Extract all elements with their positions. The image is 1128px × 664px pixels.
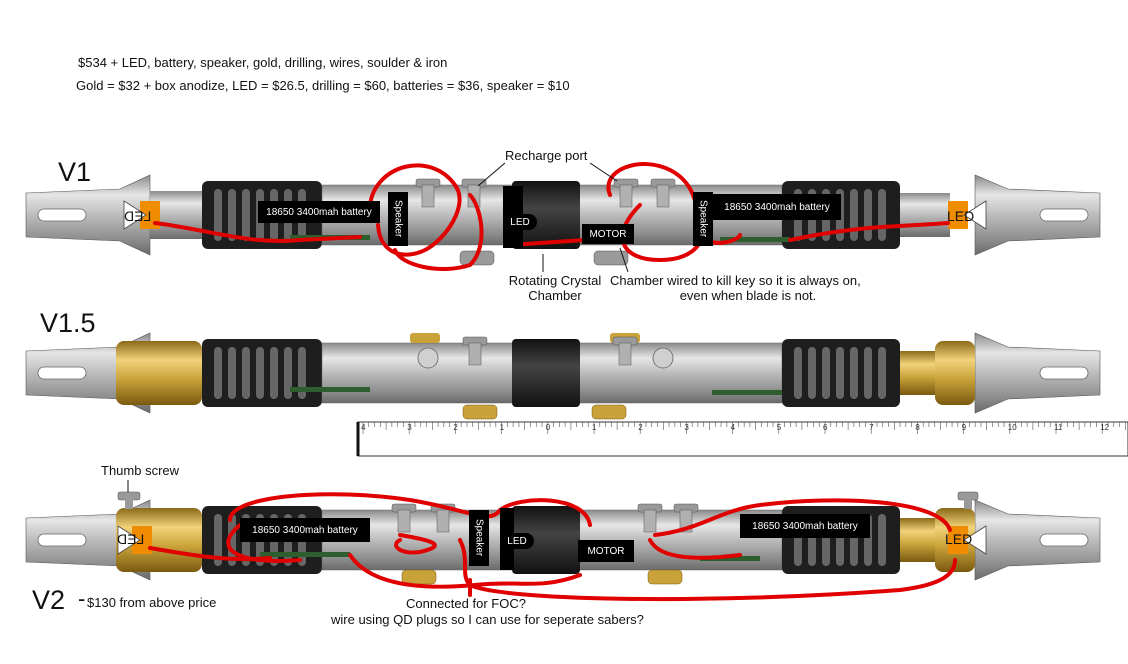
- ruler-label: 9: [961, 423, 967, 432]
- v1-chamber-label-1: Rotating Crystal: [508, 273, 602, 288]
- v1-recharge-label: Recharge port: [505, 148, 588, 163]
- v2-battery-left: 18650 3400mah battery: [240, 518, 370, 542]
- ruler-label: 8: [915, 423, 920, 432]
- v2-led-left-tag: LED: [117, 531, 145, 547]
- v1-led-left-tag: LED: [124, 208, 152, 224]
- ruler-label: 0: [545, 423, 551, 432]
- ruler: [356, 421, 1128, 457]
- v1-speaker-right: Speaker: [693, 192, 713, 246]
- price-note-2: Gold = $32 + box anodize, LED = $26.5, d…: [76, 78, 570, 93]
- v1-speaker-left: Speaker: [388, 192, 408, 246]
- v2-motor: MOTOR: [578, 540, 634, 562]
- v1-motor: MOTOR: [582, 224, 634, 244]
- ruler-label: 4: [730, 423, 736, 432]
- version-label-v1: V1: [58, 157, 92, 187]
- v1-killkey-label-2: even when blade is not.: [679, 288, 817, 303]
- saber-v15: [25, 332, 1101, 420]
- ruler-label: 7: [869, 423, 874, 432]
- v2-battery-right: 18650 3400mah battery: [740, 514, 870, 538]
- ruler-label: 3: [684, 423, 689, 432]
- v1-chamber-label-2: Chamber: [528, 288, 582, 303]
- v1-battery-left: 18650 3400mah battery: [258, 201, 380, 223]
- ruler-label: 1: [592, 423, 597, 432]
- version-label-v2: V2: [32, 585, 66, 615]
- v1-killkey-label-1: Chamber wired to kill key so it is alway…: [610, 273, 861, 288]
- v2-foc-label-2: wire using QD plugs so I can use for sep…: [331, 612, 644, 627]
- price-note-1: $534 + LED, battery, speaker, gold, dril…: [78, 55, 448, 70]
- v2-price-note: $130 from above price: [87, 595, 217, 610]
- v2-led-right-tag: LED: [945, 531, 973, 547]
- ruler-label: 10: [1007, 423, 1017, 432]
- version-label-v15: V1.5: [40, 308, 96, 338]
- ruler-label: 4: [361, 423, 366, 432]
- v1-battery-right: 18650 3400mah battery: [713, 194, 841, 220]
- saber-v1: [25, 162, 1101, 272]
- ruler-label: 2: [453, 423, 458, 432]
- v2-led-center: LED: [500, 533, 534, 549]
- annotation-lines: [127, 162, 629, 492]
- ruler-label: 2: [638, 423, 643, 432]
- ruler-label: 5: [776, 423, 782, 432]
- v2-foc-label-1: Connected for FOC?: [406, 596, 526, 611]
- v1-led-center: LED: [503, 214, 537, 230]
- v1-led-right-tag: LED: [947, 208, 975, 224]
- v2-speaker: Speaker: [469, 510, 489, 566]
- v2-dash: -: [78, 586, 86, 611]
- ruler-label: 1: [499, 423, 505, 432]
- ruler-label: 3: [407, 423, 412, 432]
- ruler-label: 12: [1100, 423, 1110, 432]
- ruler-label: 6: [823, 423, 828, 432]
- v2-thumb-screw-label: Thumb screw: [101, 463, 180, 478]
- ruler-label: 11: [1054, 423, 1063, 432]
- saber-v2: [25, 491, 1101, 602]
